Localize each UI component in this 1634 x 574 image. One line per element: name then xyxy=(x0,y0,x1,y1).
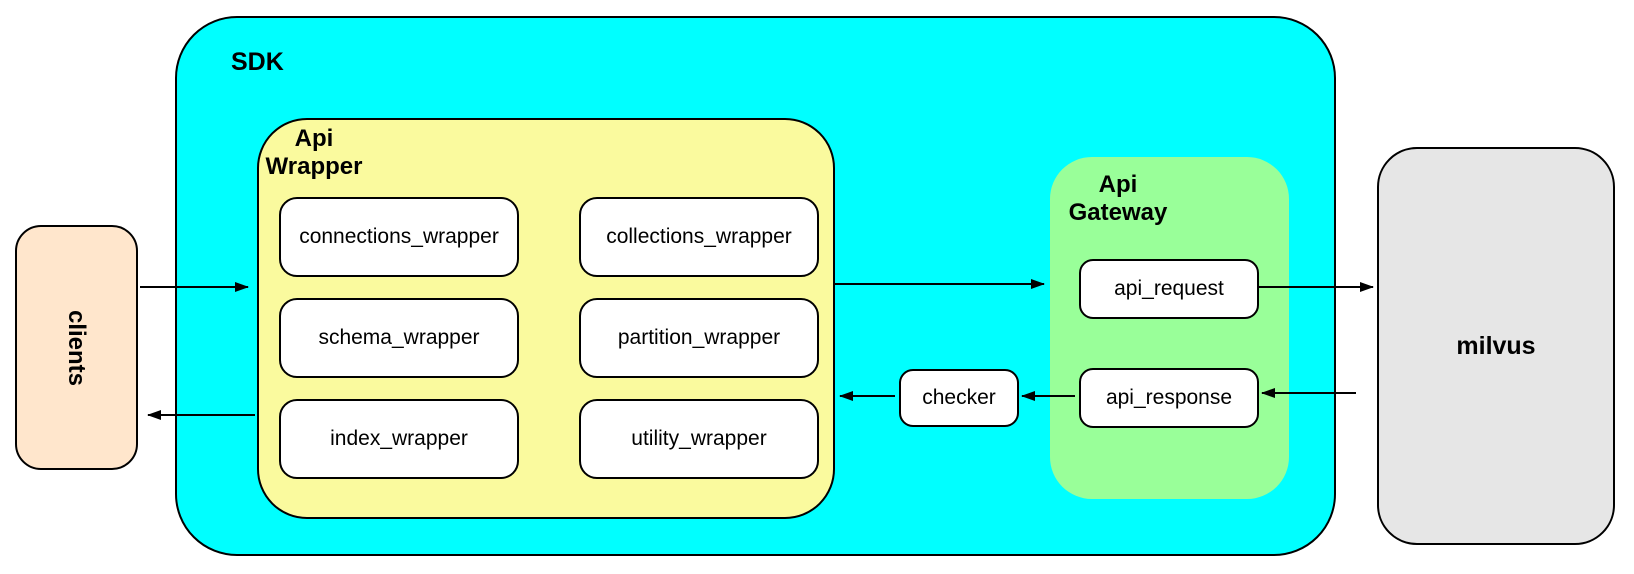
api-response-label: api_response xyxy=(1105,386,1233,409)
milvus-box: milvus xyxy=(1377,147,1615,545)
module-index-wrapper: index_wrapper xyxy=(279,399,519,479)
module-connections-wrapper: connections_wrapper xyxy=(279,197,519,277)
api-wrapper-box: Api Wrapper connections_wrapper collecti… xyxy=(257,118,835,519)
module-connections-wrapper-label: connections_wrapper xyxy=(299,225,499,248)
clients-label: clients xyxy=(63,309,91,386)
sdk-label: SDK xyxy=(231,48,284,76)
api-request-box: api_request xyxy=(1079,259,1259,319)
api-response-box: api_response xyxy=(1079,368,1259,428)
module-partition-wrapper-label: partition_wrapper xyxy=(617,326,781,349)
api-request-label: api_request xyxy=(1114,277,1224,300)
module-index-wrapper-label: index_wrapper xyxy=(330,427,468,450)
module-collections-wrapper-label: collections_wrapper xyxy=(606,225,792,248)
clients-box: clients xyxy=(15,225,138,470)
api-gateway-box: Api Gateway api_request api_response xyxy=(1050,157,1289,499)
checker-box: checker xyxy=(899,369,1019,427)
module-partition-wrapper: partition_wrapper xyxy=(579,298,819,378)
api-gateway-label: Api Gateway xyxy=(1068,171,1168,226)
sdk-box: SDK Api Wrapper connections_wrapper coll… xyxy=(175,16,1336,556)
api-wrapper-modules: connections_wrapper collections_wrapper … xyxy=(279,197,819,479)
api-wrapper-label: Api Wrapper xyxy=(265,125,363,180)
milvus-label: milvus xyxy=(1456,331,1536,360)
module-utility-wrapper: utility_wrapper xyxy=(579,399,819,479)
module-schema-wrapper-label: schema_wrapper xyxy=(318,326,480,349)
checker-label: checker xyxy=(922,386,996,409)
module-schema-wrapper: schema_wrapper xyxy=(279,298,519,378)
module-utility-wrapper-label: utility_wrapper xyxy=(631,427,767,450)
module-collections-wrapper: collections_wrapper xyxy=(579,197,819,277)
